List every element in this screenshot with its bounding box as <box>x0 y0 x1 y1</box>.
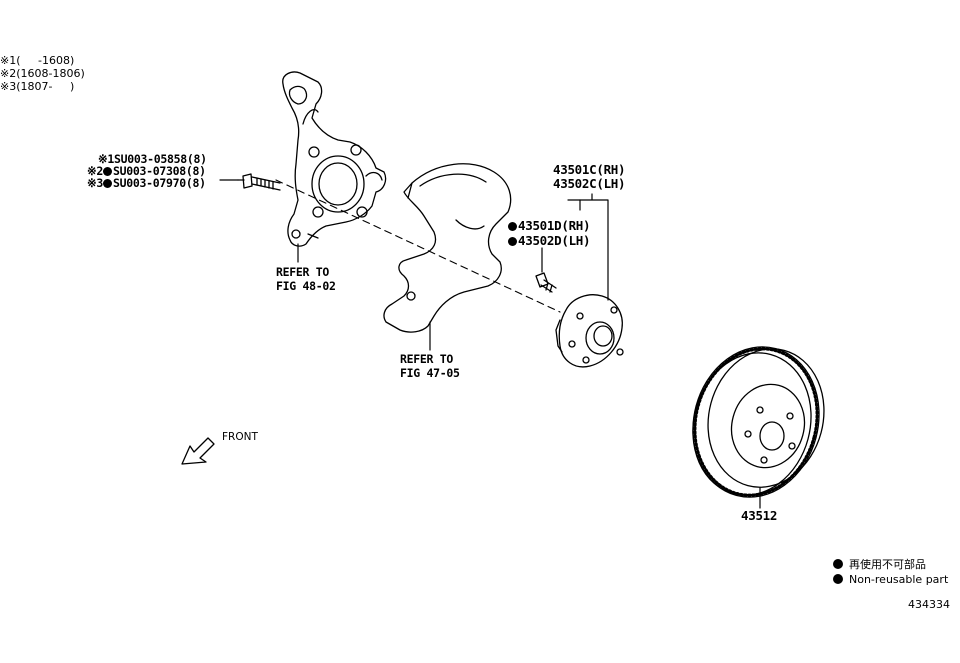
serial-mark: ※3 <box>87 176 103 190</box>
non-reusable-icon <box>833 559 843 569</box>
legend-jp-text: 再使用不可部品 <box>849 558 926 571</box>
part-number: 43502D(LH) <box>518 233 591 248</box>
knuckle-fig-label[interactable]: FIG 48-02 <box>276 279 336 293</box>
knuckle-bolt <box>237 173 281 191</box>
bolt-part-2[interactable]: ※2 SU003-07308(8) <box>87 164 206 178</box>
front-label: FRONT <box>222 431 258 443</box>
serial-note-3: ※3(1807- ) <box>0 81 74 92</box>
serial-mark: ※1 <box>0 54 17 67</box>
serial-mark: ※2 <box>87 164 103 178</box>
hub-bolt-part-lh[interactable]: 43502D(LH) <box>508 233 591 248</box>
part-number: SU003-05858(8) <box>113 152 207 166</box>
legend-en: Non-reusable part <box>833 573 948 586</box>
non-reusable-icon <box>833 574 843 584</box>
part-number: SU003-07970(8) <box>112 176 206 190</box>
serial-note-1: ※1( -1608) <box>0 55 74 66</box>
bolt-part-3[interactable]: ※3 SU003-07970(8) <box>87 176 206 190</box>
serial-mark: ※3 <box>0 80 17 93</box>
dust-cover-fig-label[interactable]: FIG 47-05 <box>400 366 460 380</box>
serial-mark: ※1 <box>98 152 114 166</box>
disc-part-number[interactable]: 43512 <box>741 508 778 523</box>
hub-bearing <box>555 294 624 368</box>
figure-id: 434334 <box>908 598 950 611</box>
steering-knuckle <box>282 71 387 247</box>
dust-cover-refer-label[interactable]: REFER TO <box>400 352 453 366</box>
hub-bolt-part-rh[interactable]: 43501D(RH) <box>508 218 591 233</box>
non-reusable-icon <box>508 222 517 231</box>
front-arrow-icon <box>181 437 215 465</box>
part-number: SU003-07308(8) <box>112 164 206 178</box>
serial-note-2: ※2(1608-1806) <box>0 68 85 79</box>
serial-mark: ※2 <box>0 67 17 80</box>
hub-part-rh[interactable]: 43501C(RH) <box>553 162 626 177</box>
serial-range: (1608-1806) <box>16 67 85 80</box>
assembly-axis-line <box>275 179 561 313</box>
non-reusable-icon <box>508 237 517 246</box>
leader-lines <box>219 179 761 509</box>
non-reusable-icon <box>102 167 112 176</box>
bolt-part-1[interactable]: ※1SU003-05858(8) <box>98 152 207 166</box>
serial-range: ( -1608) <box>16 54 75 67</box>
legend-en-text: Non-reusable part <box>849 573 949 586</box>
dust-cover <box>383 163 512 333</box>
legend-jp: 再使用不可部品 <box>833 556 926 572</box>
hub-bolt <box>535 272 557 293</box>
hub-part-lh[interactable]: 43502C(LH) <box>553 176 626 191</box>
non-reusable-icon <box>102 179 112 188</box>
serial-range: (1807- ) <box>16 80 75 93</box>
brake-disc <box>692 346 825 498</box>
part-number: 43501D(RH) <box>518 218 591 233</box>
knuckle-refer-label[interactable]: REFER TO <box>276 265 329 279</box>
